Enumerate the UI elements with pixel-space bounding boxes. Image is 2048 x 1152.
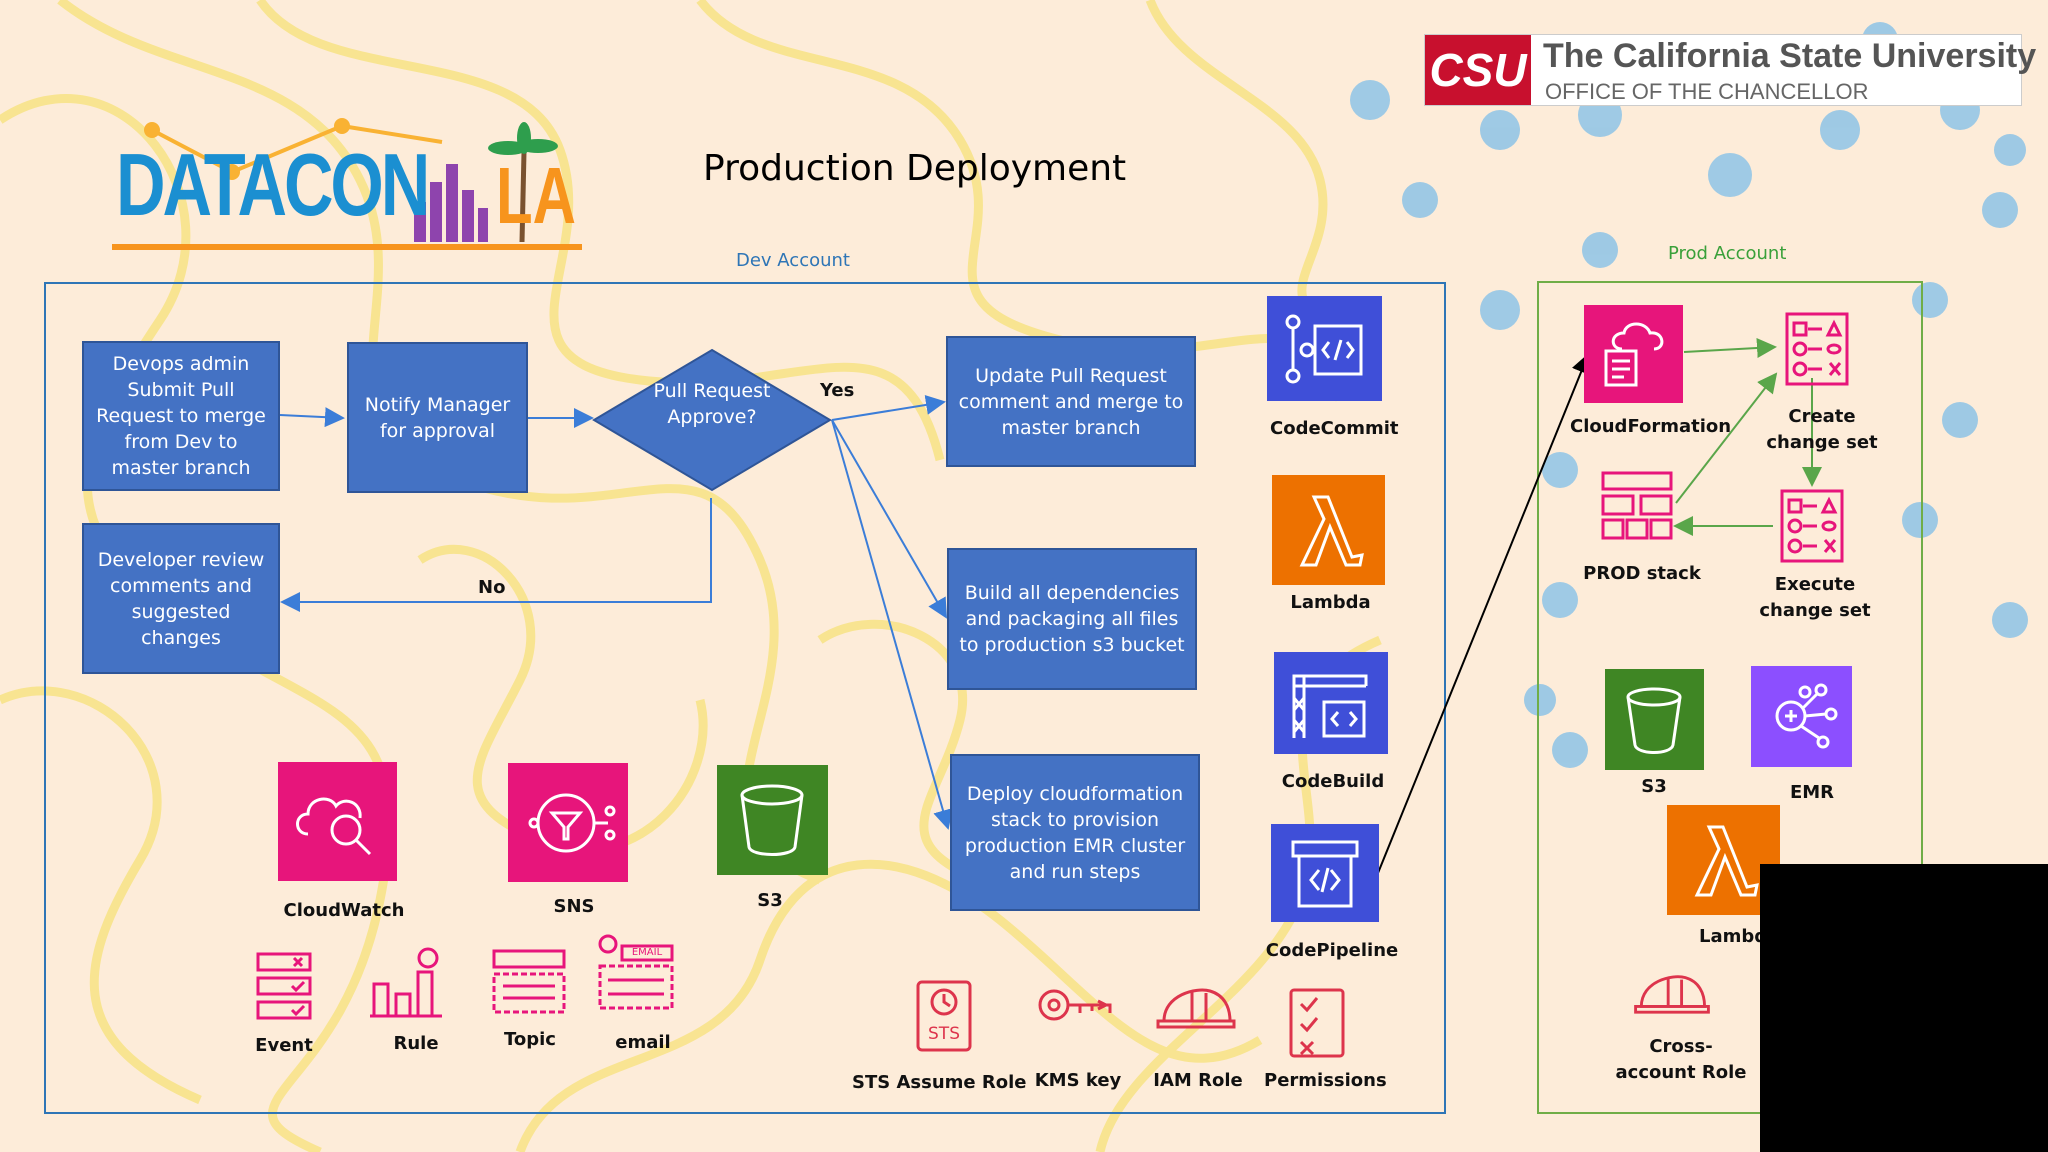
update-pull-request-box: Update Pull Request comment and merge to… <box>946 336 1196 467</box>
csu-office: OFFICE OF THE CHANCELLOR <box>1545 79 1869 104</box>
rule-label: Rule <box>393 1033 439 1054</box>
dev-account-frame <box>44 282 1446 1114</box>
codebuild-icon <box>1274 652 1388 754</box>
prod-s3-label: S3 <box>1641 776 1667 797</box>
notify-manager-box: Notify Manager for approval <box>347 342 528 493</box>
create-change-set-label: Create change set <box>1766 406 1878 453</box>
sts-icon: STS <box>914 978 974 1054</box>
codecommit-icon <box>1267 296 1382 401</box>
event-label: Event <box>255 1035 313 1056</box>
email-tag: EMAIL <box>631 947 663 958</box>
kms-key-label: KMS key <box>1034 1070 1122 1091</box>
cross-account-role-label: Cross-account Role <box>1615 1036 1747 1083</box>
kms-key-icon <box>1036 984 1114 1026</box>
email-icon: EMAIL <box>596 934 676 1012</box>
email-label: email <box>615 1032 671 1053</box>
codepipeline-label: CodePipeline <box>1265 940 1399 961</box>
s3-icon <box>717 765 828 875</box>
datacon-logo: DATACON LA <box>112 112 582 262</box>
execute-change-set-label: Execute change set <box>1759 574 1871 621</box>
approval-decision: Pull Request Approve? <box>592 348 832 492</box>
sns-label: SNS <box>553 896 595 917</box>
prod-account-label: Prod Account <box>1668 243 1787 264</box>
codepipeline-icon <box>1271 824 1379 922</box>
iam-role-icon <box>1156 983 1236 1031</box>
dev-account-label: Dev Account <box>736 250 850 271</box>
datacon-logo-graphic <box>112 118 582 250</box>
deploy-cloudformation-box: Deploy cloudformation stack to provision… <box>950 754 1200 911</box>
rule-icon <box>370 946 442 1020</box>
permissions-icon <box>1287 986 1347 1060</box>
cloudformation-icon <box>1584 305 1683 403</box>
prod-s3-icon <box>1605 669 1704 770</box>
s3-label: S3 <box>757 890 783 911</box>
csu-name: The California State University <box>1543 37 2037 75</box>
submit-pull-request-box: Devops admin Submit Pull Request to merg… <box>82 341 280 491</box>
codebuild-label: CodeBuild <box>1281 771 1385 792</box>
iam-role-label: IAM Role <box>1153 1070 1243 1091</box>
datacon-logo-suffix: LA <box>496 151 576 240</box>
topic-icon <box>491 948 567 1016</box>
lambda-label: Lambda <box>1290 592 1371 613</box>
lambda-icon <box>1272 475 1385 585</box>
csu-mark: CSU <box>1425 35 1531 105</box>
decision-label: Pull Request Approve? <box>653 380 771 428</box>
cloudformation-label: CloudFormation <box>1570 416 1732 437</box>
cloudwatch-icon <box>278 762 397 881</box>
prod-stack-label: PROD stack <box>1583 563 1701 584</box>
codecommit-label: CodeCommit <box>1270 418 1399 439</box>
sns-icon <box>508 763 628 882</box>
prod-lambda-label: Lambd <box>1699 926 1768 947</box>
prod-account-frame <box>1537 281 1923 1114</box>
emr-icon <box>1751 666 1852 767</box>
video-overlay <box>1760 864 2048 1152</box>
no-label: No <box>478 577 506 598</box>
yes-label: Yes <box>820 380 855 401</box>
developer-review-box: Developer review comments and suggested … <box>82 523 280 674</box>
sts-tag: STS <box>928 1024 960 1044</box>
csu-logo: CSU The California State University OFFI… <box>1424 34 2036 106</box>
cross-account-role-icon <box>1633 970 1711 1016</box>
datacon-logo-text: DATACON <box>116 135 430 234</box>
event-icon <box>254 950 314 1022</box>
build-dependencies-box: Build all dependencies and packaging all… <box>947 548 1197 690</box>
emr-label: EMR <box>1789 782 1835 803</box>
prod-stack-icon <box>1600 470 1674 540</box>
sts-assume-role-label: STS Assume Role <box>852 1072 1027 1093</box>
execute-change-set-icon <box>1779 488 1845 564</box>
permissions-label: Permissions <box>1264 1070 1387 1091</box>
topic-label: Topic <box>504 1029 556 1050</box>
slide-title: Production Deployment <box>703 148 1127 189</box>
create-change-set-icon <box>1784 311 1850 387</box>
cloudwatch-label: CloudWatch <box>283 900 405 921</box>
